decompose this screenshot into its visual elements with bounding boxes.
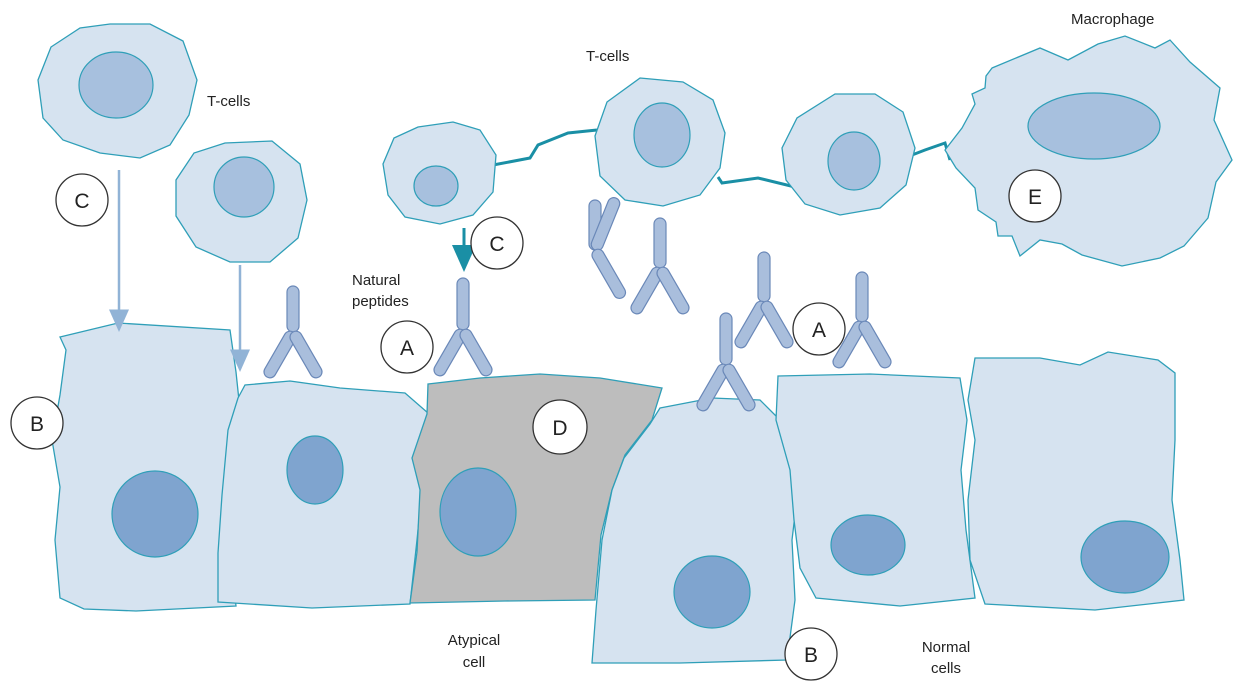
tcell-top-1-nucleus — [414, 166, 458, 206]
tether-1 — [493, 130, 597, 165]
tissue-cells — [52, 323, 1184, 663]
atypical-cell-nucleus — [440, 468, 516, 556]
tcell-left-1-nucleus — [79, 52, 153, 118]
antibody-5 — [733, 252, 795, 350]
tether-3 — [912, 143, 950, 160]
antibody-1 — [262, 286, 324, 380]
normal-cell-2-nucleus — [287, 436, 343, 504]
tcells-top-group — [383, 78, 915, 260]
normal-cell-1-nucleus — [112, 471, 198, 557]
tcell-top-3-nucleus — [828, 132, 880, 190]
antibody-4 — [629, 218, 691, 316]
marker-c-left: C — [74, 190, 89, 213]
marker-b-left: B — [30, 413, 44, 436]
antibody-2 — [432, 278, 494, 378]
marker-e: E — [1028, 186, 1042, 209]
marker-b-bottom: B — [804, 644, 818, 667]
label-natural-peptides-2: peptides — [352, 293, 409, 310]
label-atypical-cell-1: Atypical — [448, 632, 501, 649]
marker-a-right: A — [812, 319, 826, 342]
label-atypical-cell-2: cell — [463, 654, 486, 671]
normal-cell-4-nucleus — [831, 515, 905, 575]
label-macrophage: Macrophage — [1071, 11, 1154, 28]
label-natural-peptides-1: Natural — [352, 272, 400, 289]
macrophage-nucleus — [1028, 93, 1160, 159]
tether-2 — [718, 177, 795, 187]
marker-c-center: C — [489, 233, 504, 256]
tcell-left-2-nucleus — [214, 157, 274, 217]
normal-cell-1 — [52, 323, 243, 611]
label-normal-cells-2: cells — [931, 660, 961, 677]
label-tcells-top: T-cells — [586, 48, 629, 65]
marker-d: D — [552, 417, 567, 440]
tcell-top-2-nucleus — [634, 103, 690, 167]
label-tcells-left: T-cells — [207, 93, 250, 110]
label-normal-cells-1: Normal — [922, 639, 970, 656]
antibody-3 — [589, 196, 628, 301]
macrophage-group — [945, 36, 1232, 266]
marker-a-left: A — [400, 337, 414, 360]
normal-cell-5-nucleus — [1081, 521, 1169, 593]
normal-cell-3-nucleus — [674, 556, 750, 628]
